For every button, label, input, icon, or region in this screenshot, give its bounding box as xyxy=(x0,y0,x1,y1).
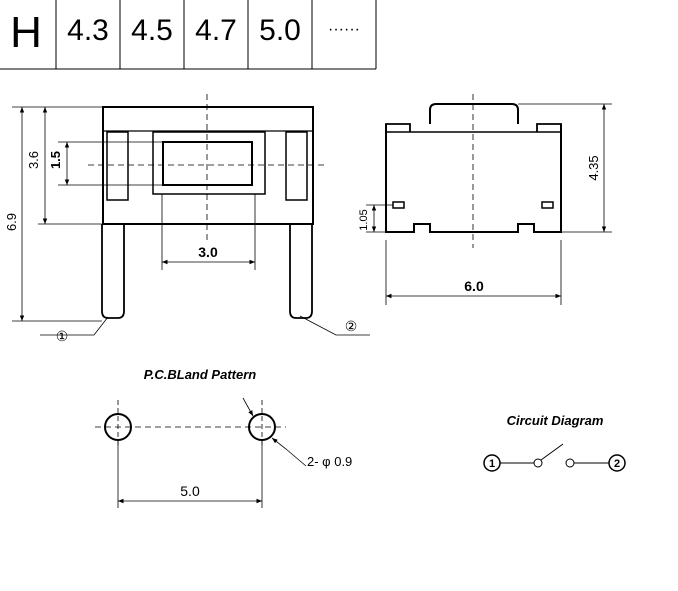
dim-overall-height: 6.9 xyxy=(4,213,19,231)
front-view-labels: 6.9 3.6 1.5 3.0 ① ② xyxy=(4,151,357,344)
circuit-diagram xyxy=(483,443,626,472)
series-letter: H xyxy=(10,8,42,57)
dim-window-width: 3.0 xyxy=(198,244,218,260)
height-option: 4.7 xyxy=(195,14,237,47)
pin1-label: ① xyxy=(56,328,69,344)
height-option: 4.5 xyxy=(131,14,173,47)
hole-spec: 2- φ 0.9 xyxy=(307,454,352,469)
dim-window-height: 1.5 xyxy=(48,151,63,169)
dim-body-height: 3.6 xyxy=(26,151,41,169)
dim-side-width: 6.0 xyxy=(464,278,484,294)
header-table: H 4.3 4.5 4.7 5.0 ······ xyxy=(0,0,377,70)
switch-contact xyxy=(540,443,564,461)
pcb-land-pattern xyxy=(95,397,307,508)
front-view xyxy=(12,94,370,336)
circuit-title: Circuit Diagram xyxy=(507,413,604,428)
dim-side-height: 4.35 xyxy=(586,155,601,180)
pin2-label: ② xyxy=(345,318,358,334)
terminal-2-label: 2 xyxy=(614,458,620,470)
side-view-labels: 4.35 1.05 6.0 xyxy=(358,155,601,294)
dim-pitch: 5.0 xyxy=(180,483,200,499)
side-view xyxy=(366,94,612,305)
height-option: 4.3 xyxy=(67,14,109,47)
terminal-2-marker xyxy=(608,454,626,472)
dim-notch: 1.05 xyxy=(358,209,370,230)
terminal-1-label: 1 xyxy=(489,458,495,470)
circuit-labels: Circuit Diagram 1 2 xyxy=(489,413,620,470)
height-option: 5.0 xyxy=(259,14,301,47)
pcb-labels: P.C.BLand Pattern 2- φ 0.9 5.0 xyxy=(144,367,353,499)
height-more-ellipsis: ······ xyxy=(328,21,360,38)
pcb-title: P.C.BLand Pattern xyxy=(144,367,257,382)
